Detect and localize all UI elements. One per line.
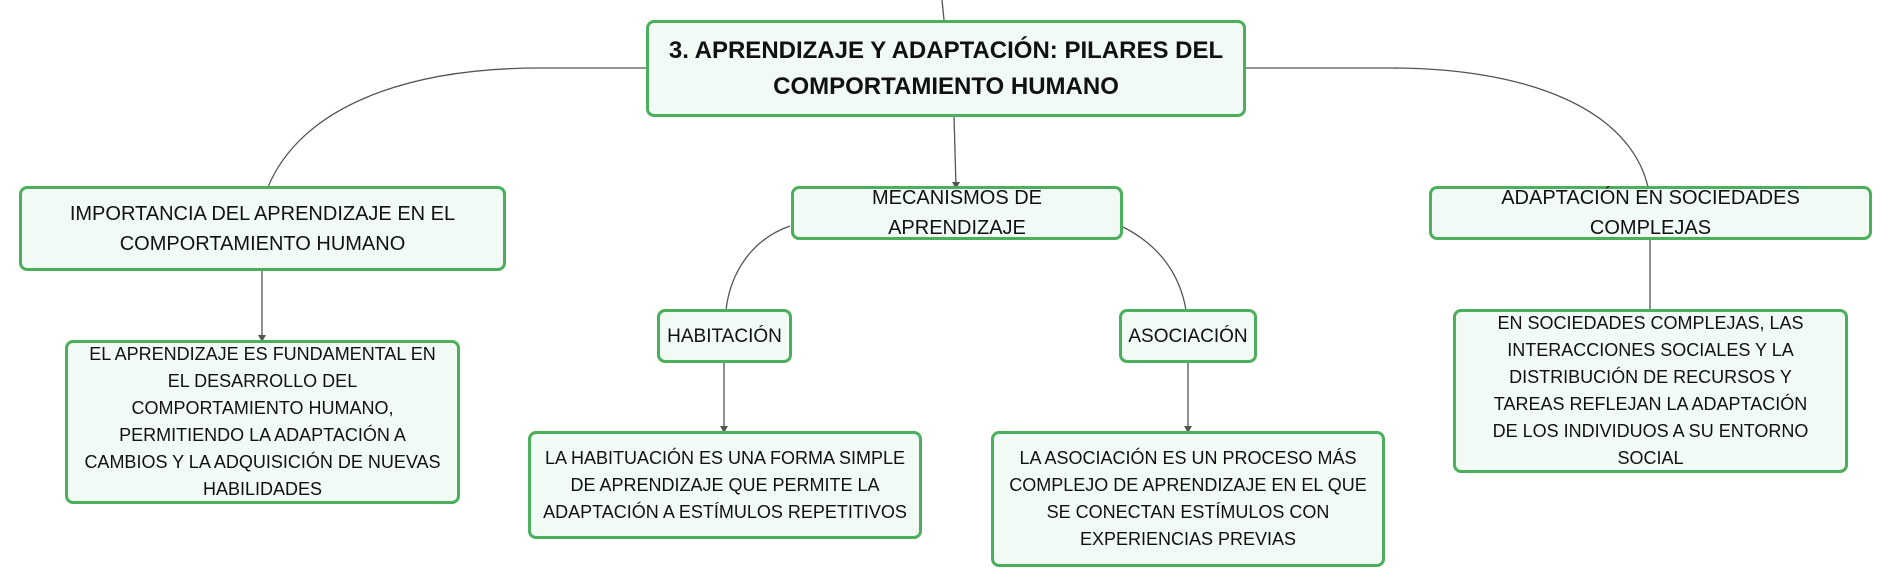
connector-root-to-mechanisms (953, 115, 957, 188)
topic-text-adaptation: ADAPTACIÓN EN SOCIEDADES COMPLEJAS (1501, 187, 1800, 239)
topic-text-mechanisms: MECANISMOS DE APRENDIZAJE (871, 187, 1043, 239)
connector-root-to-adaptation (1245, 67, 1649, 188)
detail-node-importance[interactable]: EL APRENDIZAJE ES FUNDAMENTAL EN EL DESA… (65, 340, 460, 504)
subtopic-text-association: ASOCIACIÓN (1128, 325, 1248, 347)
topic-node-adaptation[interactable]: ADAPTACIÓN EN SOCIEDADES COMPLEJAS (1429, 186, 1872, 240)
arrowhead-habituation-detail (720, 426, 728, 433)
arrowhead-importance-detail (258, 335, 266, 342)
connector-parent-to-root (941, 0, 945, 21)
connector-mechanisms-to-habituation (725, 225, 791, 311)
topic-text-importance: IMPORTANCIA DEL APRENDIZAJE EN EL COMPOR… (69, 202, 456, 255)
root-topic-node[interactable]: 3. APRENDIZAJE Y ADAPTACIÓN: PILARES DEL… (646, 20, 1246, 117)
connector-mechanisms-to-association (1120, 225, 1187, 311)
detail-node-adaptation[interactable]: EN SOCIEDADES COMPLEJAS, LAS INTERACCION… (1453, 309, 1848, 473)
detail-text-adaptation: EN SOCIEDADES COMPLEJAS, LAS INTERACCION… (1492, 313, 1809, 468)
arrowhead-association-detail (1184, 426, 1192, 433)
arrowhead-mechanisms (952, 182, 960, 189)
topic-node-mechanisms[interactable]: MECANISMOS DE APRENDIZAJE (791, 186, 1123, 240)
detail-text-importance: EL APRENDIZAJE ES FUNDAMENTAL EN EL DESA… (84, 344, 441, 499)
topic-node-importance[interactable]: IMPORTANCIA DEL APRENDIZAJE EN EL COMPOR… (19, 186, 506, 271)
root-topic-text: 3. APRENDIZAJE Y ADAPTACIÓN: PILARES DEL… (668, 36, 1224, 100)
detail-text-association: LA ASOCIACIÓN ES UN PROCESO MÁS COMPLEJO… (1009, 448, 1367, 549)
detail-node-habituation[interactable]: LA HABITUACIÓN ES UNA FORMA SIMPLE DE AP… (528, 431, 922, 539)
subtopic-node-association[interactable]: ASOCIACIÓN (1119, 309, 1257, 363)
subtopic-text-habituation: HABITACIÓN (667, 325, 782, 347)
detail-text-habituation: LA HABITUACIÓN ES UNA FORMA SIMPLE DE AP… (543, 447, 907, 522)
detail-node-association[interactable]: LA ASOCIACIÓN ES UN PROCESO MÁS COMPLEJO… (991, 431, 1385, 567)
connector-root-to-importance (267, 67, 646, 188)
subtopic-node-habituation[interactable]: HABITACIÓN (657, 309, 792, 363)
